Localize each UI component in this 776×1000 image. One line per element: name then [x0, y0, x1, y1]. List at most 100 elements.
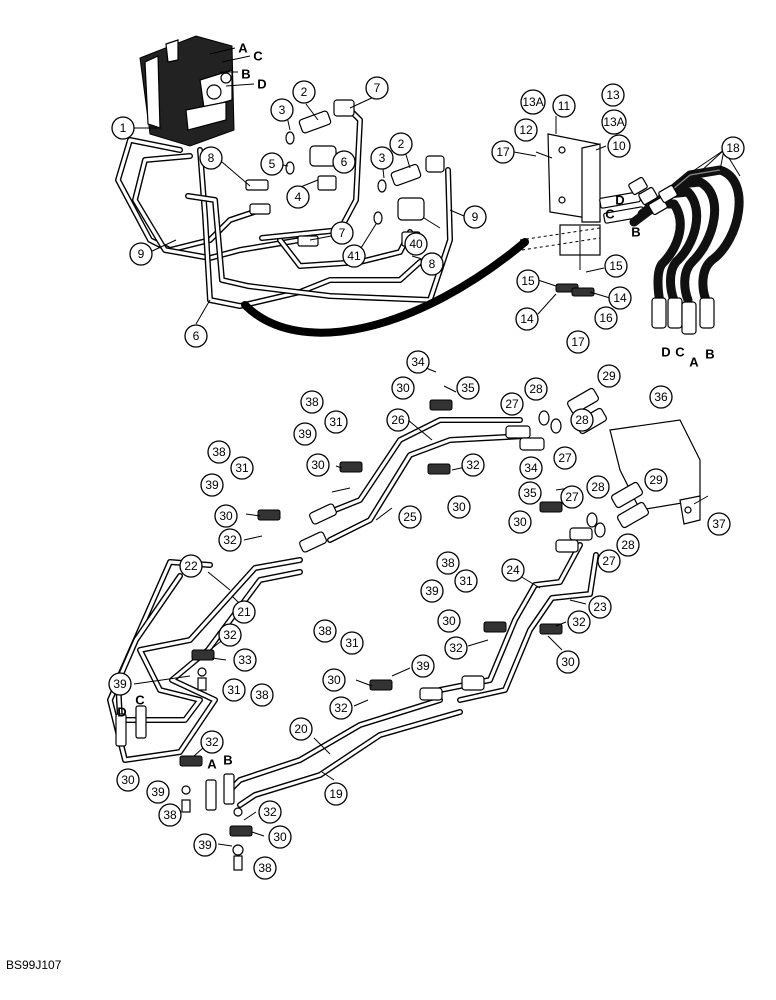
callout: 15	[609, 259, 623, 273]
callout: 38	[305, 395, 319, 409]
callout: 6	[193, 329, 200, 343]
callout: 1	[120, 121, 127, 135]
drawing-reference-code: BS99J107	[6, 958, 62, 972]
valve-port-c-label: C	[253, 49, 263, 64]
lower-mid-port-b-label: B	[223, 753, 232, 768]
callout: 13A	[522, 95, 543, 109]
hose-end-c-label: C	[675, 345, 685, 360]
callout: 32	[466, 458, 480, 472]
callout: 38	[441, 556, 455, 570]
callout: 39	[298, 427, 312, 441]
callout: 27	[602, 554, 616, 568]
callout: 16	[599, 311, 613, 325]
callout: 18	[726, 141, 740, 155]
callout: 34	[524, 461, 538, 475]
callout: 32	[223, 533, 237, 547]
callout: 30	[561, 655, 575, 669]
callout: 30	[273, 830, 287, 844]
callout: 41	[347, 249, 361, 263]
callout: 30	[396, 381, 410, 395]
callout: 22	[184, 559, 198, 573]
callout: 12	[519, 123, 533, 137]
callout: 32	[263, 805, 277, 819]
callout: 32	[205, 735, 219, 749]
callout: 28	[575, 413, 589, 427]
callout: 6	[341, 155, 348, 169]
callout: 2	[398, 137, 405, 151]
callout: 39	[198, 838, 212, 852]
callout: 32	[223, 628, 237, 642]
callout: 39	[205, 478, 219, 492]
valve-port-d-label: D	[257, 77, 266, 92]
callout: 7	[374, 81, 381, 95]
callout: 9	[472, 210, 479, 224]
valve-port-a-label: A	[238, 41, 248, 56]
manifold-port-d-label: D	[615, 193, 624, 208]
callout: 13A	[603, 115, 624, 129]
assembly-link-arrow	[241, 238, 529, 337]
callout: 38	[212, 445, 226, 459]
callout: 8	[208, 151, 215, 165]
callout: 17	[496, 145, 510, 159]
callout: 38	[163, 808, 177, 822]
callout: 31	[329, 415, 343, 429]
callout: 40	[409, 237, 423, 251]
callout: 23	[593, 600, 607, 614]
callout: 31	[235, 461, 249, 475]
callout: 30	[311, 458, 325, 472]
callout: 38	[258, 861, 272, 875]
callout: 30	[452, 500, 466, 514]
callout: 25	[403, 510, 417, 524]
callout: 30	[327, 673, 341, 687]
lower-mid-port-a-label: A	[207, 757, 217, 772]
callout: 32	[572, 615, 586, 629]
callout: 13	[606, 88, 620, 102]
callout: 19	[329, 787, 343, 801]
callout: 24	[506, 563, 520, 577]
callout: 32	[334, 701, 348, 715]
callout: 29	[602, 369, 616, 383]
valve-port-b-label: B	[241, 67, 250, 82]
hose-end-a-label: A	[689, 355, 699, 370]
lower-left-port-c-label: C	[135, 693, 145, 708]
callout: 38	[255, 688, 269, 702]
callout: 31	[345, 636, 359, 650]
callout: 27	[565, 490, 579, 504]
callout: 28	[591, 480, 605, 494]
callout: 14	[613, 291, 627, 305]
callout: 29	[649, 473, 663, 487]
callout: 5	[269, 157, 276, 171]
callout: 39	[151, 785, 165, 799]
callout: 27	[505, 397, 519, 411]
callout: 27	[558, 451, 572, 465]
callout: 34	[411, 355, 425, 369]
callout: 36	[654, 390, 668, 404]
manifold-port-b-label: B	[631, 225, 640, 240]
callout: 2	[301, 85, 308, 99]
callout: 3	[279, 103, 286, 117]
manifold-port-c-label: C	[605, 207, 615, 222]
callout: 15	[521, 274, 535, 288]
callout: 21	[237, 605, 251, 619]
lower-left-port-d-label: D	[117, 705, 126, 720]
callout: 26	[391, 413, 405, 427]
callout: 3	[379, 151, 386, 165]
hose-end-b-label: B	[705, 347, 714, 362]
callout: 30	[121, 773, 135, 787]
callout: 17	[571, 335, 585, 349]
callout: 32	[449, 641, 463, 655]
callout-bubbles: 1 2 3 4 5 6 7 8 9 2 3 6 7 8 9 40 41 6 13…	[108, 76, 745, 880]
callout: 31	[459, 574, 473, 588]
callout: 7	[339, 226, 346, 240]
hose-set	[628, 165, 744, 335]
callout: 38	[318, 624, 332, 638]
callout: 8	[429, 257, 436, 271]
callout: 20	[294, 722, 308, 736]
control-valve-assembly	[139, 35, 255, 147]
callout: 10	[612, 139, 626, 153]
callout: 35	[461, 381, 475, 395]
callout: 39	[425, 584, 439, 598]
hose-end-d-label: D	[661, 345, 670, 360]
callout: 37	[712, 517, 726, 531]
